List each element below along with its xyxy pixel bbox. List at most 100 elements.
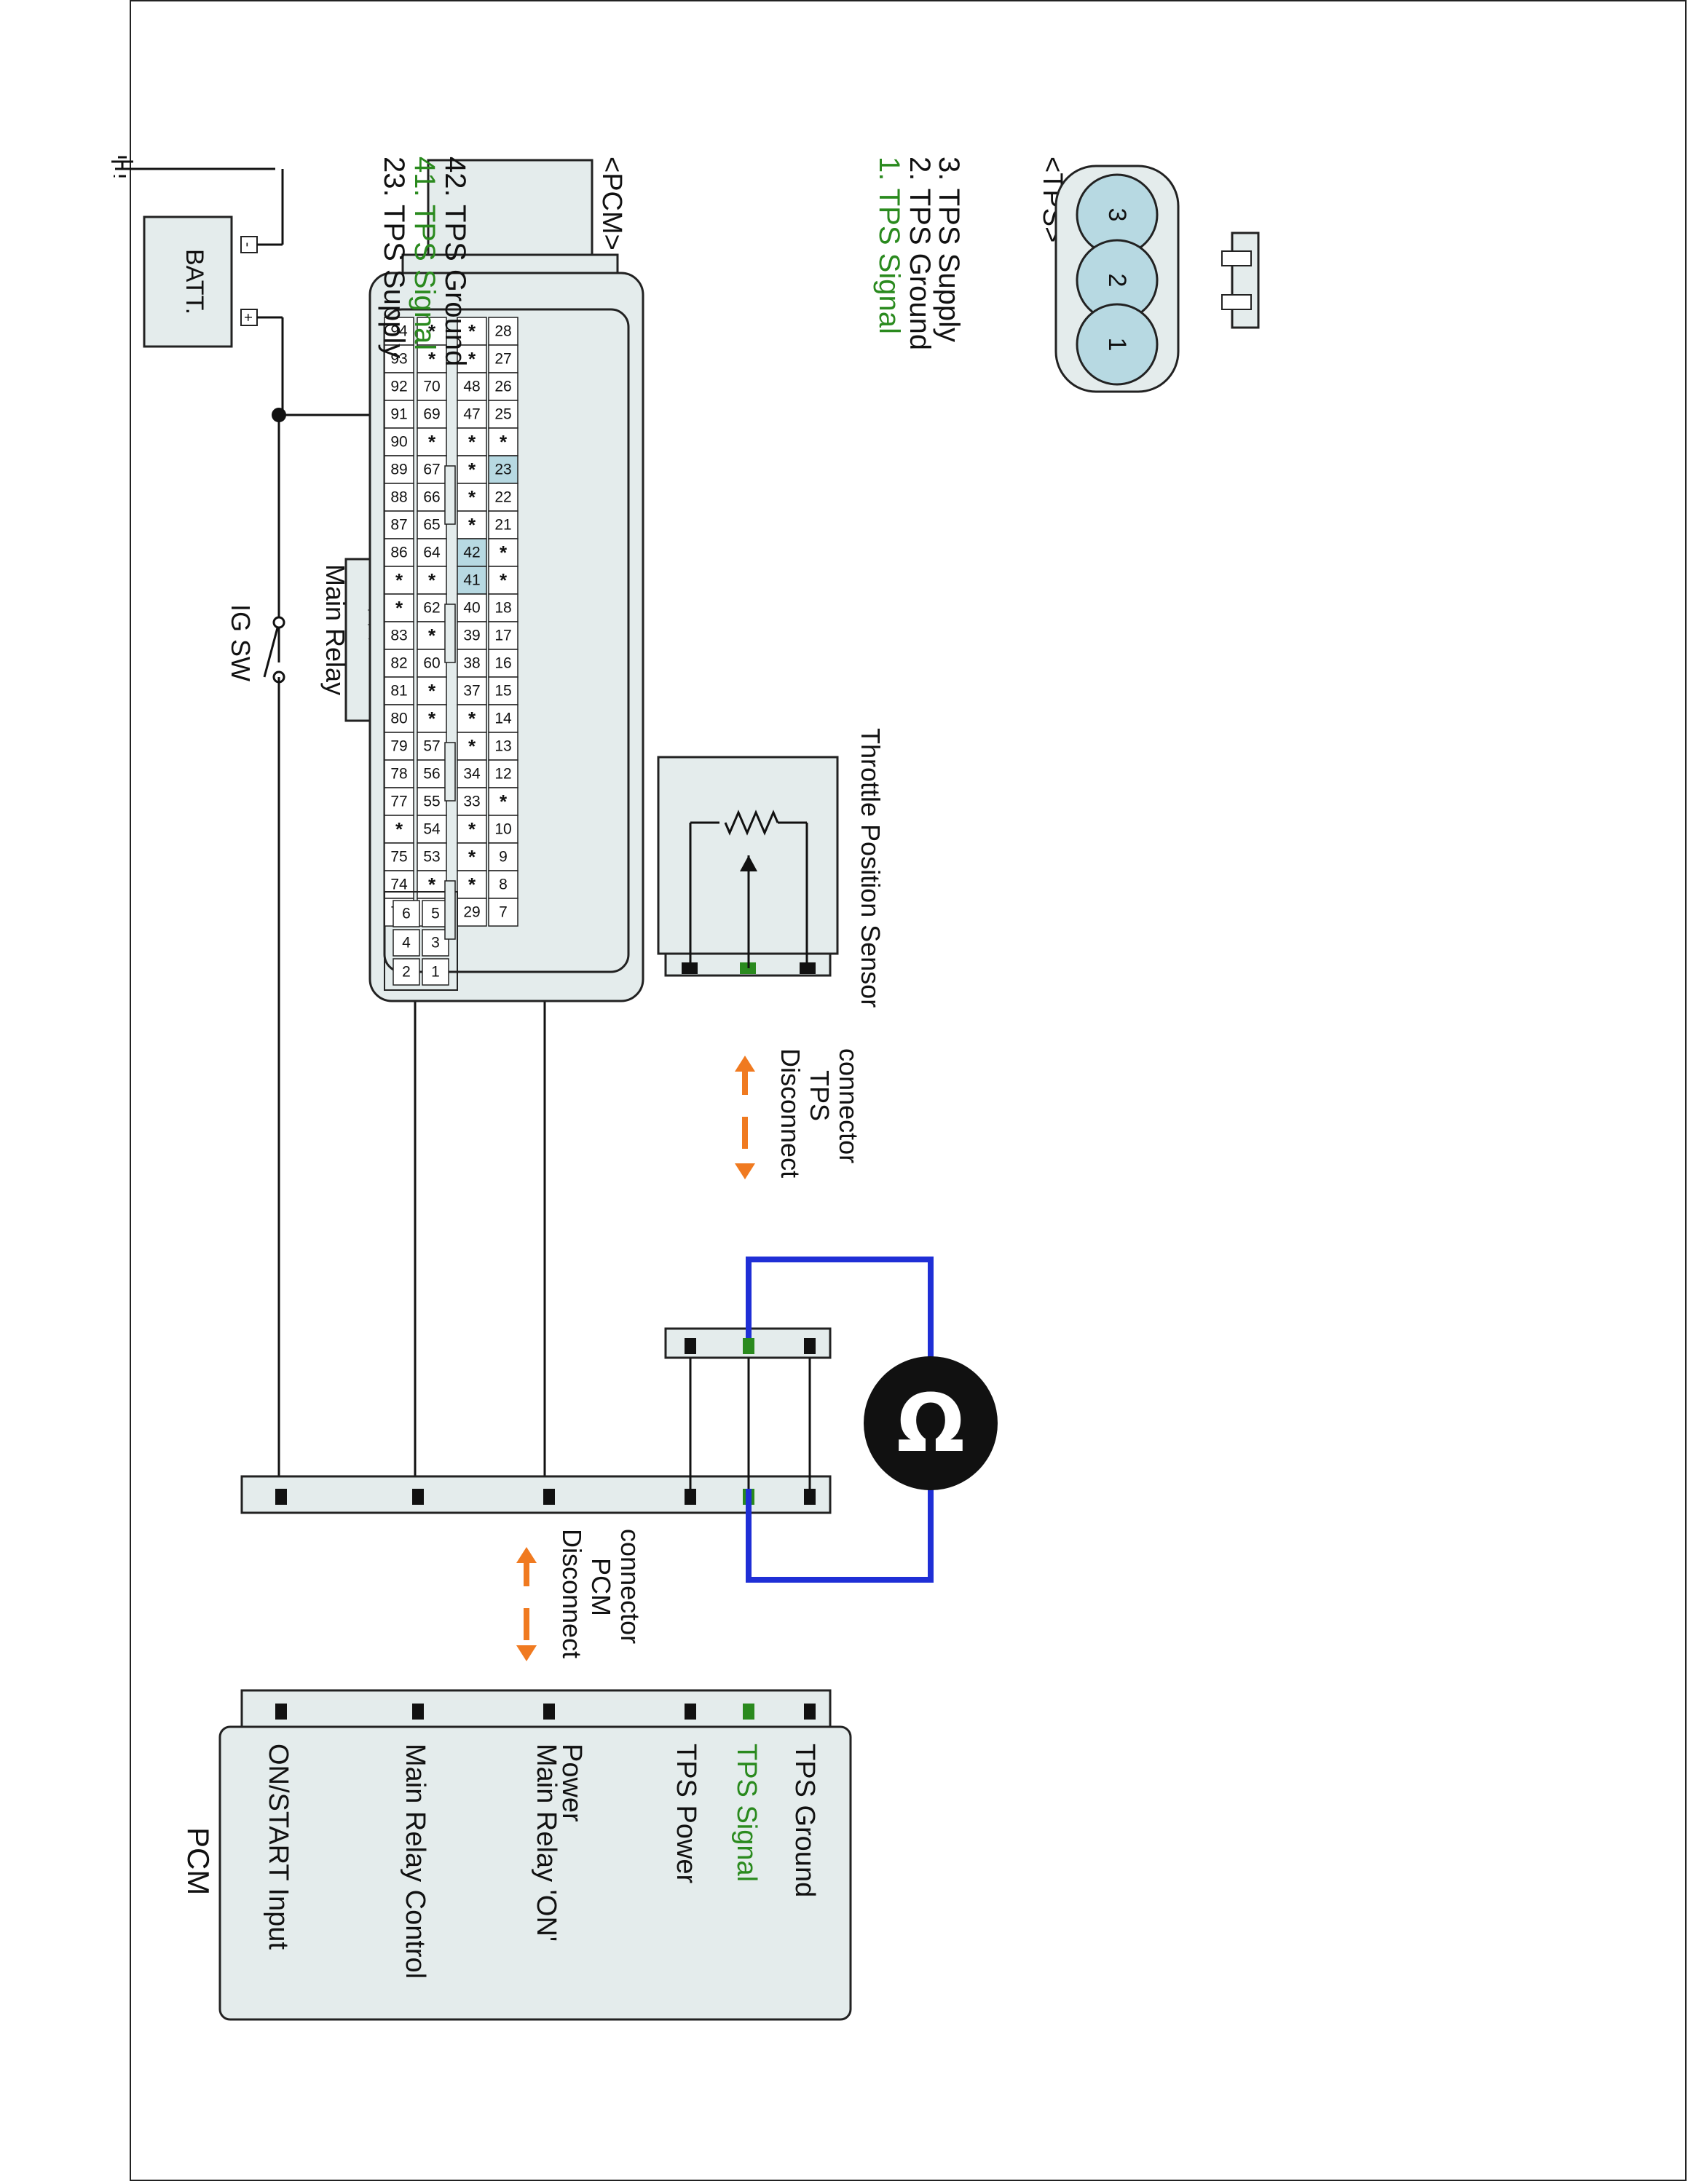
- pcm-pin-label: 75: [390, 849, 407, 866]
- pcm-pin-label: *: [500, 431, 508, 453]
- pcm-pin-label: *: [395, 569, 403, 591]
- pcm-pin-label: *: [500, 791, 508, 812]
- pcm-pin-label: 54: [423, 821, 441, 838]
- pcm-pin-label: *: [468, 348, 476, 370]
- tps-legend-1: 1. TPS Signal: [873, 157, 905, 334]
- pcm-small-pin-block: [384, 891, 458, 991]
- pcm-pin-label: 65: [423, 517, 440, 534]
- pcm-pin-label: *: [468, 431, 476, 453]
- pcm-pin-label: *: [468, 874, 476, 895]
- pcm-pin-label: 48: [463, 379, 480, 395]
- pcm-pin-label: *: [500, 542, 508, 563]
- pcm-latch-bar: [444, 604, 456, 663]
- svg-text:-: -: [240, 242, 256, 248]
- test-harness: Ω: [240, 1257, 998, 1583]
- pcm-disconnect-line3: connector: [615, 1529, 645, 1644]
- pcm-body: [218, 1725, 852, 2021]
- pcm-small-pin-cell: [422, 958, 449, 986]
- pcm-term-on-start: ON/START Input: [263, 1744, 293, 1950]
- pcm-pin-label: *: [468, 818, 476, 840]
- pcm-pin-label: 8: [499, 877, 508, 893]
- pcm-connector-title: <PCM>: [596, 157, 627, 250]
- pcm-pin-label: 87: [390, 517, 407, 534]
- pcm-pin-label: *: [468, 320, 476, 342]
- pcm-pin-label: *: [428, 625, 436, 646]
- throttle-position-sensor: Throttle Position Sensor: [657, 728, 886, 1008]
- pcm-pin-label: 94: [390, 323, 408, 340]
- pcm-pin-label: 34: [463, 766, 481, 783]
- tps-disconnect-line2: TPS: [805, 1070, 835, 1121]
- pcm-pin-label: 67: [423, 462, 440, 478]
- pcm-pin-label: 77: [390, 794, 407, 810]
- pcm-pin-label: 86: [390, 545, 407, 561]
- pcm-pin-label: 23: [494, 462, 511, 478]
- pcm-pin-label: 57: [423, 738, 440, 755]
- pcm-pin-label: *: [468, 514, 476, 536]
- tps-disconnect-line1: Disconnect: [776, 1048, 805, 1178]
- pcm-small-pin-label: 4: [402, 935, 411, 951]
- pcm-small-pin-cell: [393, 958, 420, 986]
- pcm-pin-label: *: [395, 597, 403, 619]
- pcm-term-tps-ground: TPS Ground: [789, 1744, 820, 1897]
- pcm-term-power: Power: [556, 1744, 587, 1822]
- pcm-pin-label: 25: [494, 406, 511, 423]
- pcm-pin-label: 83: [390, 628, 407, 644]
- pcm-pin-label: 41: [463, 572, 480, 589]
- pcm-block: PCM ON/START Input Main Relay Control Ma…: [181, 1689, 852, 2021]
- pcm-disconnect-line1: Disconnect: [557, 1529, 587, 1658]
- pcm-pin-label: *: [428, 320, 436, 342]
- pcm-pin-label: *: [395, 818, 403, 840]
- pcm-latch-bar: [444, 465, 456, 525]
- pcm-pin-label: 33: [463, 794, 480, 810]
- pcm-pin-label: 81: [390, 683, 407, 700]
- pcm-small-pin-cell: [393, 900, 420, 927]
- pcm-pin-label: 21: [494, 517, 511, 534]
- pcm-latch-bar: [444, 742, 456, 802]
- pcm-pin-label: 12: [494, 766, 511, 783]
- battery: BATT. - +: [114, 156, 284, 348]
- pcm-pin-label: 29: [463, 904, 480, 921]
- pcm-pin-label: 55: [423, 794, 440, 810]
- svg-text:+: +: [240, 313, 256, 322]
- pcm-pin-label: 13: [494, 738, 511, 755]
- pcm-pin-label: 15: [494, 683, 511, 700]
- pcm-pin-label: 91: [390, 406, 407, 423]
- pcm-legend-41: 41. TPS Signal: [409, 157, 441, 350]
- pcm-pin-grid: 949392919089888786**83828180797877*75747…: [384, 317, 518, 991]
- pcm-pin-label: *: [500, 569, 508, 591]
- pcm-legend-23: 23. TPS Supply: [378, 157, 410, 358]
- pcm-pin-label: 74: [390, 877, 408, 893]
- pcm-small-pin-label: 3: [431, 935, 440, 951]
- pcm-connector-view: <PCM> 949392919089888786**83828180797877…: [368, 157, 644, 1002]
- pcm-pin-label: *: [468, 459, 476, 480]
- tps-connector-view: <TPS> 3 2 1 1. TPS Signal 2. TPS Ground …: [873, 157, 1260, 393]
- pcm-pin-label: 64: [423, 545, 441, 561]
- harness-pcm-side: [240, 1475, 832, 1514]
- pcm-term-tps-power: TPS Power: [671, 1744, 701, 1884]
- pcm-pin-label: 40: [463, 600, 480, 617]
- pcm-small-pin-cell: [422, 929, 449, 957]
- pcm-pin-label: 39: [463, 628, 480, 644]
- pcm-pin-label: 60: [423, 655, 440, 672]
- pcm-connector-edge: [240, 1689, 832, 1728]
- pcm-pin-label: *: [428, 874, 436, 895]
- pcm-pin-label: 92: [390, 379, 407, 395]
- tps-pin-1: 1: [1103, 338, 1131, 352]
- pcm-pin-label: 66: [423, 489, 440, 506]
- battery-label: BATT.: [181, 249, 208, 314]
- pcm-pin-label: 80: [390, 711, 407, 727]
- pcm-term-relay-control: Main Relay Control: [400, 1744, 430, 1979]
- pcm-pin-label: *: [428, 569, 436, 591]
- tps-legend-2: 2. TPS Ground: [904, 157, 936, 350]
- pcm-small-pin-label: 5: [431, 906, 440, 922]
- pcm-pin-label: 88: [390, 489, 407, 506]
- pcm-pin-label: *: [428, 431, 436, 453]
- pcm-pin-label: 53: [423, 849, 440, 866]
- pcm-small-pin-label: 6: [402, 906, 411, 922]
- pcm-pin-label: 17: [494, 628, 511, 644]
- pcm-pin-label: 7: [499, 904, 508, 921]
- pcm-small-pin-label: 1: [431, 964, 440, 981]
- pcm-pin-label: 28: [494, 323, 511, 340]
- pcm-pin-label: *: [428, 708, 436, 729]
